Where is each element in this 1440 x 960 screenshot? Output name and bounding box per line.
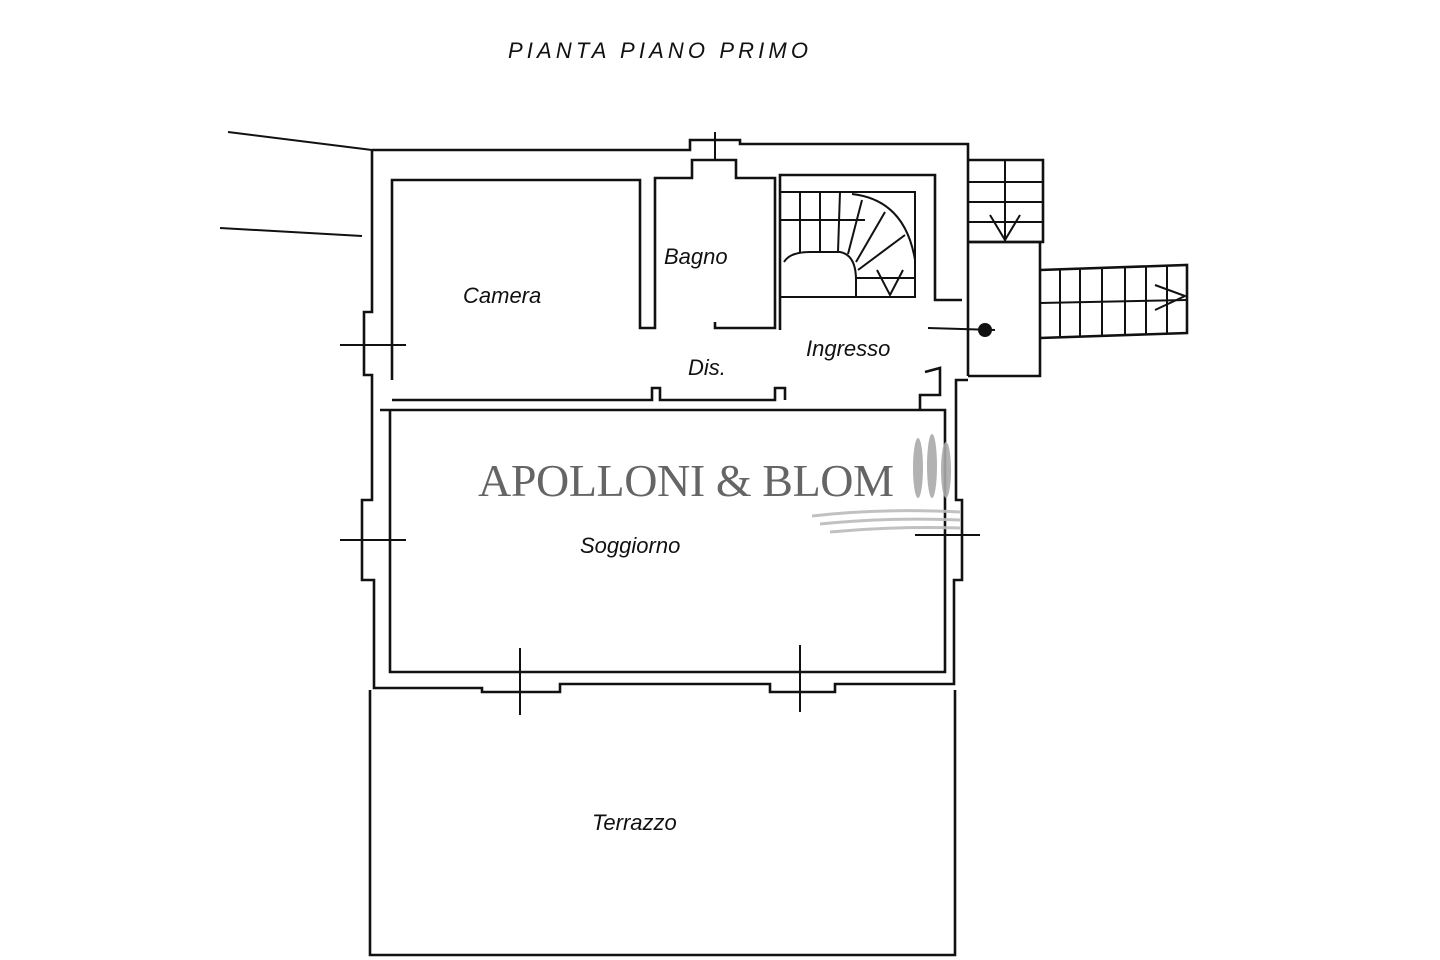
external-stairs <box>927 158 1189 378</box>
spiral-stair <box>779 191 916 298</box>
entrance-marker-icon <box>978 323 992 337</box>
room-label-camera: Camera <box>463 283 541 308</box>
site-lines <box>219 131 373 237</box>
watermark-text: APOLLONI & BLOM <box>478 455 896 506</box>
terrace <box>368 690 957 957</box>
room-label-bagno: Bagno <box>664 244 728 269</box>
room-label-soggiorno: Soggiorno <box>580 533 680 558</box>
room-label-ingresso: Ingresso <box>806 336 890 361</box>
room-label-dis: Dis. <box>688 355 726 380</box>
window-marks <box>340 132 980 715</box>
room-label-terrazzo: Terrazzo <box>592 810 677 835</box>
outer-walls <box>360 138 970 694</box>
watermark-logo: APOLLONI & BLOM <box>478 434 961 534</box>
plan-title: PIANTA PIANO PRIMO <box>508 38 808 63</box>
